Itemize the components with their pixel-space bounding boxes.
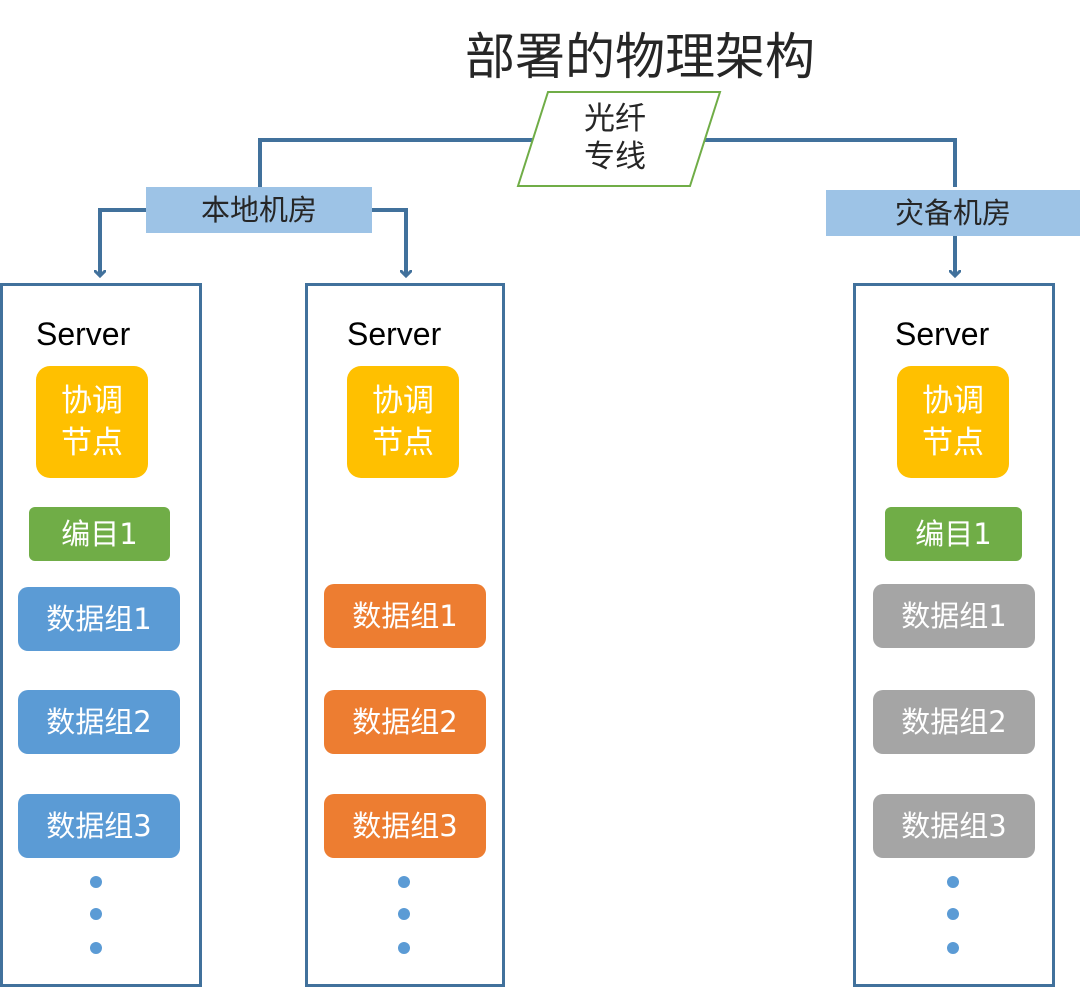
- fiber-link-shape: [516, 91, 722, 187]
- fiber-link-line2: 专线: [584, 139, 646, 175]
- coordinator-line1: 协调: [372, 383, 434, 419]
- diagram-title: 部署的物理架构: [465, 28, 815, 86]
- arrow-local-server2: [372, 208, 406, 276]
- server-1-data-group-1: 数据组1: [18, 587, 180, 651]
- server-1-data-group-3: 数据组3: [18, 794, 180, 858]
- server-2-coordinator: 协调 节点: [347, 366, 459, 478]
- fiber-link-line1: 光纤: [584, 101, 646, 137]
- server-1-data-group-2: 数据组2: [18, 690, 180, 754]
- more-dot: [947, 876, 959, 888]
- server-2-data-group-1: 数据组1: [324, 584, 486, 648]
- server-2-data-group-2: 数据组2: [324, 690, 486, 754]
- coordinator-line2: 节点: [372, 425, 434, 461]
- coordinator-line2: 节点: [61, 425, 123, 461]
- more-dot: [947, 908, 959, 920]
- server-2-label: Server: [347, 316, 442, 352]
- coordinator-line1: 协调: [61, 383, 123, 419]
- more-dot: [398, 942, 410, 954]
- server-3-catalog: 编目1: [885, 507, 1022, 561]
- coordinator-line1: 协调: [922, 383, 984, 419]
- server-3-label: Server: [895, 316, 990, 352]
- more-dot: [90, 942, 102, 954]
- fiber-link-label: 光纤 专线: [560, 100, 670, 176]
- arrow-local-server1: [100, 208, 148, 276]
- server-2-data-group-3: 数据组3: [324, 794, 486, 858]
- server-1-coordinator: 协调 节点: [36, 366, 148, 478]
- server-3-data-group-3: 数据组3: [873, 794, 1035, 858]
- fiber-line-left: [258, 138, 545, 187]
- server-3-data-group-1: 数据组1: [873, 584, 1035, 648]
- more-dot: [90, 876, 102, 888]
- server-3-coordinator: 协调 节点: [897, 366, 1009, 478]
- local-room: 本地机房: [146, 187, 372, 233]
- server-3-data-group-2: 数据组2: [873, 690, 1035, 754]
- fiber-line-right: [700, 138, 957, 187]
- more-dot: [947, 942, 959, 954]
- server-1-catalog: 编目1: [29, 507, 170, 561]
- server-1-label: Server: [36, 316, 131, 352]
- more-dot: [90, 908, 102, 920]
- coordinator-line2: 节点: [922, 425, 984, 461]
- more-dot: [398, 908, 410, 920]
- more-dot: [398, 876, 410, 888]
- disaster-room: 灾备机房: [826, 190, 1080, 236]
